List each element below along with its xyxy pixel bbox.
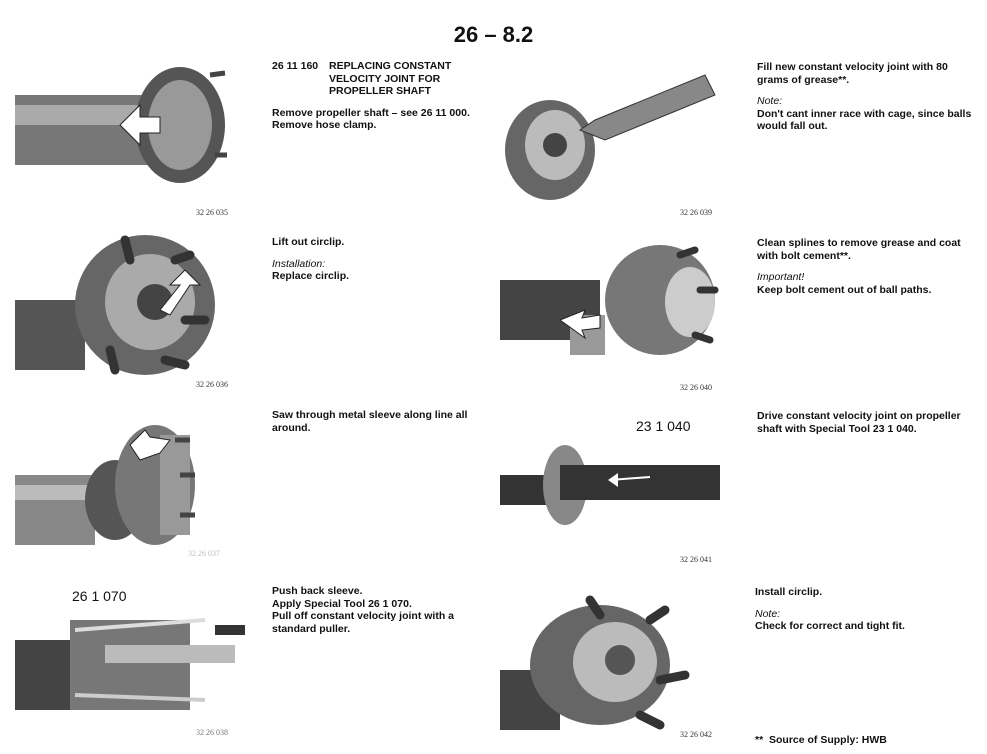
instruction: Don't cant inner race with cage, since b… <box>757 107 972 133</box>
step-5-text: Fill new constant velocity joint with 80… <box>757 61 972 133</box>
photo-install-circlip <box>500 595 690 730</box>
photo-puller-tool <box>15 618 245 710</box>
page-number: 26 – 8.2 <box>453 22 534 47</box>
figure-caption: 32 26 042 <box>680 730 712 739</box>
instruction: Clean splines to remove grease and coat … <box>757 237 961 262</box>
instruction: Drive constant velocity joint on propell… <box>757 410 961 435</box>
tool-label-23-1-040: 23 1 040 <box>636 418 691 434</box>
note-label: Note: <box>757 95 783 107</box>
instruction: Remove propeller shaft – see 26 11 000. <box>272 106 470 119</box>
important-label: Important! <box>757 271 805 283</box>
instruction: Install circlip. <box>755 586 823 598</box>
photo-shaft-joint-arrow <box>15 67 227 183</box>
tool-label-26-1-070: 26 1 070 <box>72 588 127 604</box>
instruction: Pull off constant velocity joint with a … <box>272 610 455 635</box>
photo-splines <box>500 245 719 355</box>
photo-metal-sleeve <box>15 425 195 545</box>
instruction: Push back sleeve. <box>272 585 363 597</box>
photo-grease-tube <box>505 74 716 200</box>
figure-caption: 32 26 035 <box>196 208 228 217</box>
section-number: 26 11 160 <box>272 60 319 72</box>
step-4-text: Push back sleeve. Apply Special Tool 26 … <box>272 585 482 635</box>
step-7-text: Drive constant velocity joint on propell… <box>757 410 962 435</box>
instruction: Check for correct and tight fit. <box>755 620 905 632</box>
section-title: REPLACING CONSTANT VELOCITY JOINT FOR PR… <box>329 60 452 97</box>
instruction: Keep bolt cement out of ball paths. <box>757 283 932 296</box>
photo-special-tool-drive <box>500 445 720 525</box>
figure-caption: 32 26 038 <box>196 728 228 737</box>
instruction: Saw through metal sleeve along line all … <box>272 409 468 434</box>
instruction: Replace circlip. <box>272 270 350 282</box>
step-2-text: Lift out circlip. Installation: Replace … <box>272 236 492 283</box>
step-8-text: Install circlip. Note: Check for correct… <box>755 586 965 633</box>
step-3-text: Saw through metal sleeve along line all … <box>272 409 482 434</box>
instruction: Apply Special Tool 26 1 070. <box>272 597 412 610</box>
figure-caption: 32 26 037 <box>188 549 220 558</box>
step-1-text: 26 11 160 REPLACING CONSTANT VELOCITY JO… <box>272 60 492 132</box>
instruction: Fill new constant velocity joint with 80… <box>757 61 948 86</box>
figure-caption: 32 26 039 <box>680 208 712 217</box>
instruction: Lift out circlip. <box>272 236 345 248</box>
figure-caption: 32 26 036 <box>196 380 228 389</box>
footnote: ** Source of Supply: HWB <box>755 734 887 746</box>
step-6-text: Clean splines to remove grease and coat … <box>757 237 967 296</box>
note-label: Note: <box>755 607 781 620</box>
section-heading: 26 11 160 REPLACING CONSTANT VELOCITY JO… <box>272 60 492 98</box>
figure-caption: 32 26 041 <box>680 555 712 564</box>
figure-caption: 32 26 040 <box>680 383 712 392</box>
installation-label: Installation: <box>272 257 326 270</box>
instruction: Remove hose clamp. <box>272 119 377 131</box>
photo-circlip <box>15 235 215 375</box>
